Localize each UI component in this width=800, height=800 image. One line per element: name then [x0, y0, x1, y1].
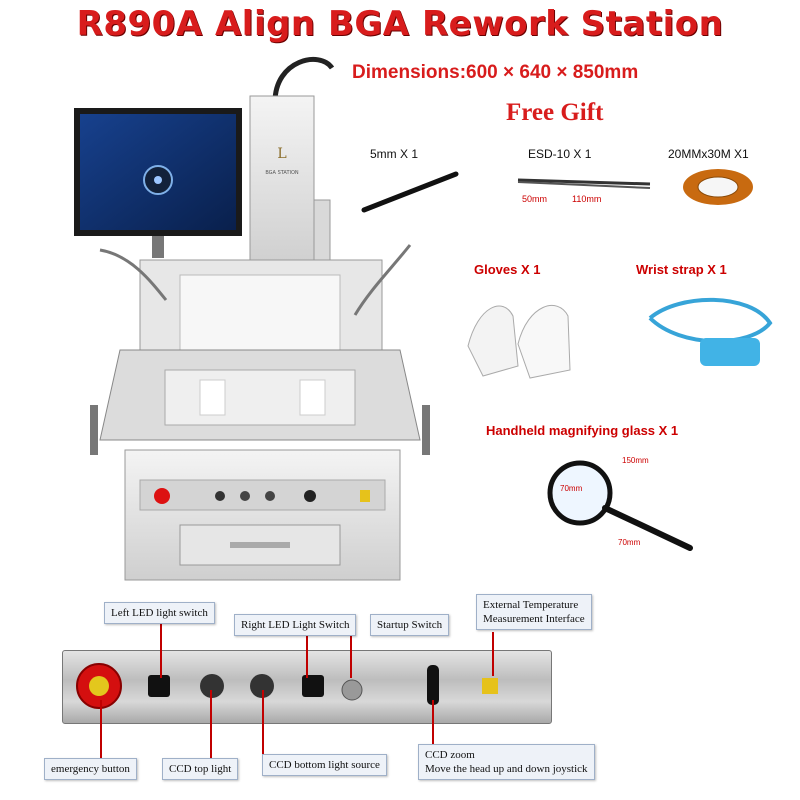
ccd-top-light-knob-icon — [200, 674, 224, 698]
svg-text:BGA STATION: BGA STATION — [265, 170, 299, 176]
gift-pen-label: 5mm X 1 — [370, 147, 419, 161]
magnifier-dim-b: 70mm — [560, 484, 583, 493]
magnifier-dim-a: 150mm — [622, 456, 649, 465]
free-gift-heading: Free Gift — [506, 99, 604, 126]
callout-startup: Startup Switch — [370, 614, 450, 636]
callout-emergency: emergency button — [44, 758, 137, 780]
arrow-ccd-top — [210, 690, 212, 758]
svg-text:L: L — [277, 146, 286, 162]
tweezers-length-a: 50mm — [522, 194, 548, 204]
callout-right-led: Right LED Light Switch — [234, 614, 357, 636]
gift-tweezers-label: ESD-10 X 1 — [528, 147, 592, 161]
arrow-startup — [350, 632, 352, 678]
startup-switch-icon — [341, 679, 363, 701]
callout-ccd-zoom: CCD zoom Move the head up and down joyst… — [418, 744, 595, 780]
temperature-interface-icon — [482, 678, 498, 694]
joystick-icon — [427, 665, 439, 705]
arrow-temperature — [492, 632, 494, 676]
right-led-switch-icon — [302, 675, 324, 697]
arrow-left-led — [160, 620, 162, 678]
callout-ccd-bottom: CCD bottom light source — [262, 754, 387, 776]
arrow-right-led — [306, 632, 308, 678]
callout-ccd-top: CCD top light — [162, 758, 239, 780]
rework-station-image: L BGA STATION — [74, 57, 430, 581]
pen-image — [361, 171, 459, 213]
dimensions-text: Dimensions:600 × 640 × 850mm — [352, 62, 639, 83]
callout-external-temperature: External Temperature Measurement Interfa… — [476, 594, 592, 630]
gift-wrist-label: Wrist strap X 1 — [636, 262, 727, 277]
callout-left-led: Left LED light switch — [104, 602, 215, 624]
arrow-ccd-bottom — [262, 690, 264, 754]
gift-gloves-label: Gloves X 1 — [474, 262, 541, 277]
page-title: R890A Align BGA Rework Station — [76, 4, 724, 44]
ccd-bottom-light-knob-icon — [250, 674, 274, 698]
monitor — [74, 108, 242, 258]
arrow-ccd-zoom — [432, 700, 434, 744]
tape-image — [683, 169, 753, 205]
gift-magnifier-label: Handheld magnifying glass X 1 — [486, 423, 679, 438]
wrist-strap-image — [648, 297, 773, 366]
arrow-emergency — [100, 700, 102, 758]
magnifier-dim-c: 70mm — [618, 538, 641, 547]
gift-tape-label: 20MMx30M X1 — [668, 147, 749, 161]
tweezers-image — [517, 178, 651, 189]
control-panel-parts — [76, 663, 498, 709]
magnifier-image — [547, 460, 693, 551]
tweezers-length-b: 110mm — [572, 194, 602, 204]
left-led-switch-icon — [148, 675, 170, 697]
gloves-image — [467, 305, 571, 379]
